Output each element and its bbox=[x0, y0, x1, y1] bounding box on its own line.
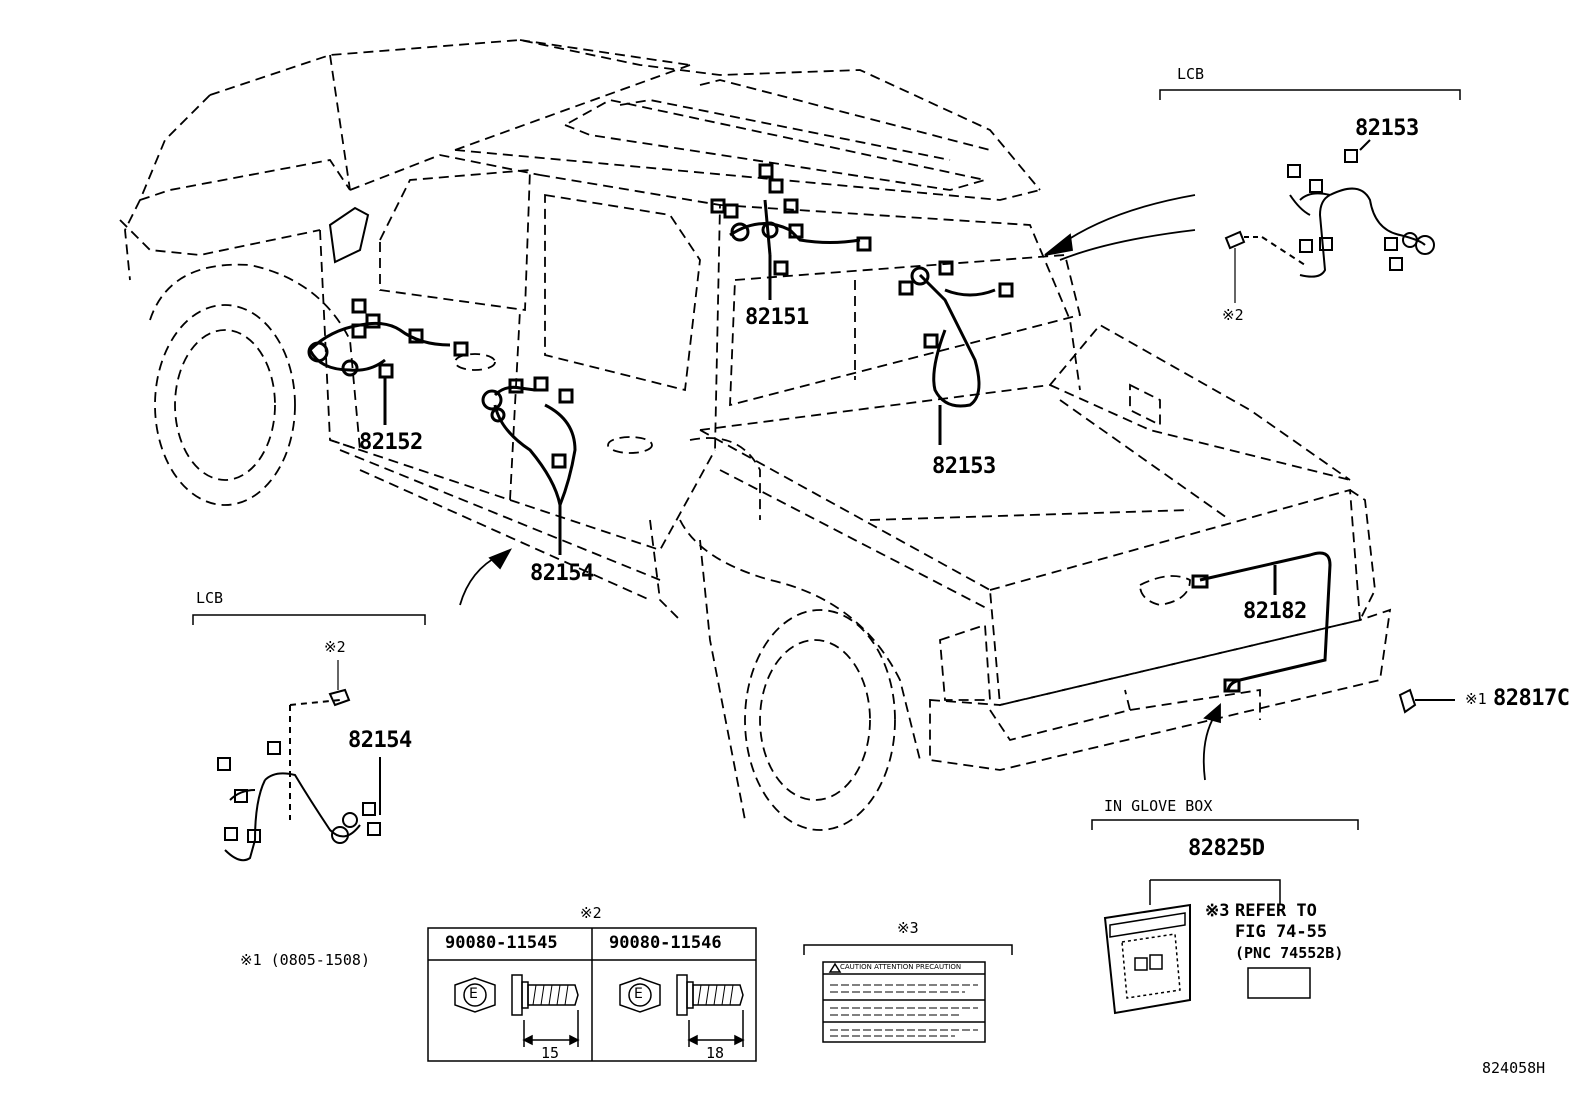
harness-82182 bbox=[1191, 551, 1332, 693]
harness-82154-door bbox=[481, 376, 577, 555]
mark2-top-label: ※2 bbox=[1222, 306, 1244, 324]
fig-ref-label[interactable]: FIG 74-55 bbox=[1235, 922, 1328, 942]
diagram-id: 824058H bbox=[1482, 1059, 1546, 1077]
bolt-table bbox=[427, 927, 757, 1062]
detail-82153 bbox=[1159, 89, 1461, 303]
caution-label-text: CAUTION ATTENTION PRECAUTION bbox=[840, 963, 962, 971]
callout-82817c[interactable]: 82817C bbox=[1493, 686, 1570, 711]
bolt2-part-number[interactable]: 90080-11546 bbox=[609, 933, 722, 953]
mirror bbox=[328, 206, 370, 264]
lcb-left-label: LCB bbox=[196, 589, 224, 607]
bolt1-length: 15 bbox=[541, 1044, 560, 1062]
harness-82153-cab bbox=[898, 260, 1014, 445]
refer-to-label: REFER TO bbox=[1235, 901, 1317, 921]
detail-82154 bbox=[192, 614, 426, 862]
caution-label-art bbox=[803, 944, 1013, 1043]
clip-82817c bbox=[1398, 688, 1455, 714]
note1-label: ※1 (0805-1508) bbox=[240, 951, 370, 969]
harness-82152 bbox=[307, 298, 469, 425]
bolt1-head-mark: E bbox=[469, 986, 478, 1002]
callout-82182[interactable]: 82182 bbox=[1243, 599, 1307, 624]
callout-82151[interactable]: 82151 bbox=[745, 305, 809, 330]
harness-82151 bbox=[710, 163, 872, 300]
callout-82154-detail[interactable]: 82154 bbox=[348, 728, 412, 753]
callout-82153-detail[interactable]: 82153 bbox=[1355, 116, 1419, 141]
mark3-label: ※3 bbox=[897, 919, 919, 937]
mark2-table-label: ※2 bbox=[580, 904, 602, 922]
arrows bbox=[459, 194, 1221, 781]
callout-82825d[interactable]: 82825D bbox=[1188, 836, 1265, 861]
callout-82153-cab[interactable]: 82153 bbox=[932, 454, 996, 479]
mark3-refer-label: ※3 bbox=[1205, 901, 1230, 921]
pnc-ref-label: (PNC 74552B) bbox=[1235, 944, 1344, 962]
bolt2-length: 18 bbox=[706, 1044, 725, 1062]
detail-82825d bbox=[1091, 819, 1359, 1015]
callout-82152[interactable]: 82152 bbox=[359, 430, 423, 455]
callout-82154-door[interactable]: 82154 bbox=[530, 561, 594, 586]
mark1-82817c-label: ※1 bbox=[1465, 690, 1487, 708]
mark2-left-label: ※2 bbox=[324, 638, 346, 656]
glove-box-label: IN GLOVE BOX bbox=[1104, 797, 1213, 815]
bolt2-head-mark: E bbox=[634, 986, 643, 1002]
bolt1-part-number[interactable]: 90080-11545 bbox=[445, 933, 558, 953]
vehicle-outline bbox=[119, 39, 1392, 831]
lcb-top-label: LCB bbox=[1177, 65, 1205, 83]
